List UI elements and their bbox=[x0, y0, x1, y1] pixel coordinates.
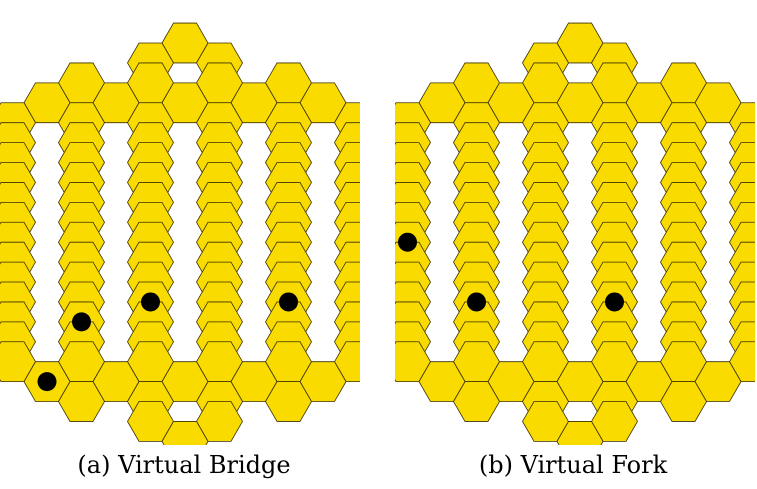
black-stone bbox=[467, 292, 486, 312]
black-stone bbox=[605, 292, 624, 312]
hex-cell bbox=[161, 421, 209, 445]
board-stones bbox=[398, 232, 624, 312]
board-virtual-bridge bbox=[0, 22, 360, 445]
black-stone bbox=[141, 292, 160, 312]
board-virtual-fork bbox=[395, 22, 755, 445]
hex-cell bbox=[453, 381, 500, 422]
hex-cell bbox=[265, 381, 312, 422]
hex-cell bbox=[556, 421, 604, 445]
caption-virtual-fork: (b) Virtual Fork bbox=[478, 451, 668, 479]
caption-virtual-bridge: (a) Virtual Bridge bbox=[77, 451, 291, 479]
hex-cell bbox=[58, 381, 105, 422]
board-cells bbox=[395, 22, 755, 445]
black-stone bbox=[279, 292, 298, 312]
board-stones bbox=[37, 292, 298, 392]
board-cells bbox=[0, 22, 360, 445]
black-stone bbox=[37, 372, 57, 392]
hex-cell bbox=[660, 381, 707, 422]
black-stone bbox=[72, 312, 91, 332]
black-stone bbox=[398, 232, 417, 252]
